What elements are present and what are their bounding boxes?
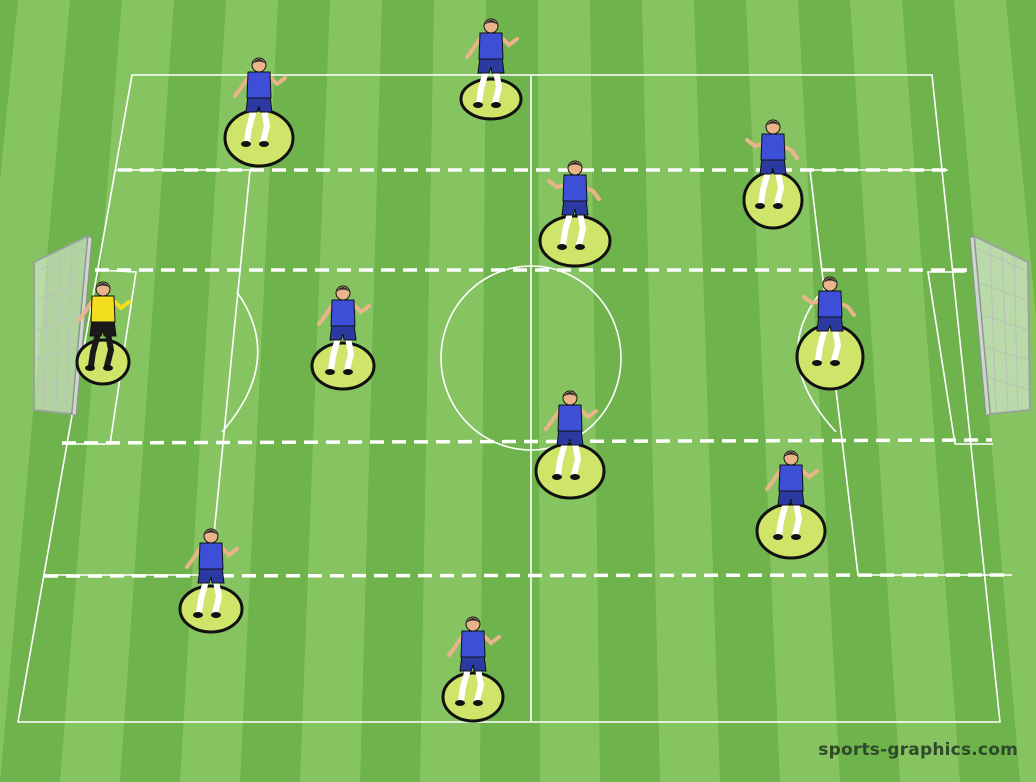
player-boot [552,474,562,480]
player-zone-circle [744,172,802,228]
player-boot [557,244,567,250]
player-shirt [479,33,503,59]
player-boot [343,369,353,375]
player-zone-circle [312,343,374,389]
player-shirt [779,465,803,491]
player-shirt [199,543,223,569]
player-boot [325,369,335,375]
player-boot [773,203,783,209]
player-shirt [91,296,115,322]
player-zone-circle [540,216,610,266]
player-boot [830,360,840,366]
player-zone-circle [757,504,825,558]
player-boot [193,612,203,618]
player-boot [473,102,483,108]
watermark-text: sports-graphics.com [818,740,1018,760]
player-zone-circle [225,110,293,166]
player-boot [791,534,801,540]
player-boot [575,244,585,250]
player-boot [241,141,251,147]
player-boot [473,700,483,706]
player-boot [103,365,113,371]
player-boot [755,203,765,209]
player-boot [211,612,221,618]
player-shirt [558,405,582,431]
player-shirt [331,300,355,326]
player-zone-circle [536,444,604,498]
player-zone-circle [180,586,242,632]
player-shirt [563,175,587,201]
player-zone-circle [443,673,503,721]
player-boot [85,365,95,371]
player-zone-circle [77,340,129,384]
player-boot [491,102,501,108]
player-boot [259,141,269,147]
player-zone-circle [461,79,521,119]
player-shirt [818,291,842,317]
player-shirt [461,631,485,657]
player-boot [773,534,783,540]
player-boot [455,700,465,706]
player-boot [570,474,580,480]
player-boot [812,360,822,366]
player-zone-circle [797,325,863,389]
player-shirt [761,134,785,160]
player-shirt [247,72,271,98]
